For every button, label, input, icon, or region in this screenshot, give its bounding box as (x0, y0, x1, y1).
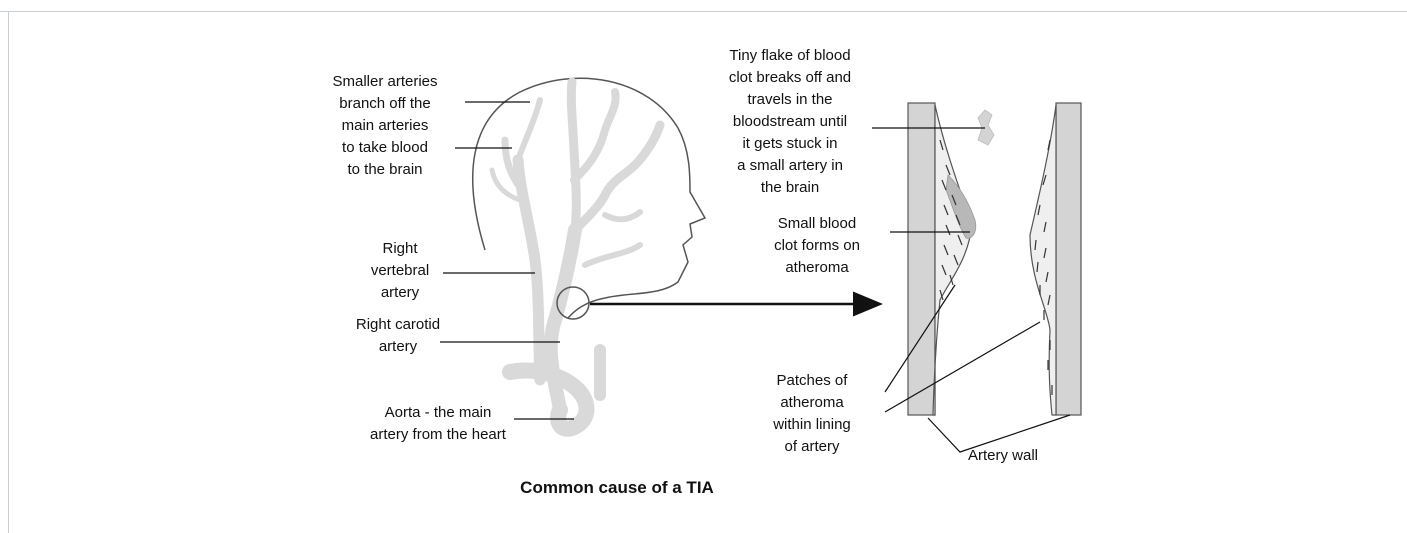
artery-section-right (1030, 103, 1081, 415)
svg-text:Smaller arteries: Smaller arteries (332, 73, 437, 90)
svg-text:travels in the: travels in the (747, 91, 832, 108)
atheroma-left (933, 105, 972, 415)
svg-text:Right: Right (382, 240, 418, 257)
carotid-upper-branch (571, 82, 576, 230)
svg-text:artery from the heart: artery from the heart (370, 426, 507, 443)
artery-wall-right (1056, 103, 1081, 415)
carotid-side-branch (574, 92, 616, 180)
label-smaller-arteries: Smaller arteries branch off the main art… (332, 73, 437, 178)
svg-text:Tiny flake of blood: Tiny flake of blood (729, 47, 850, 64)
svg-text:to take blood: to take blood (342, 139, 428, 156)
label-patches: Patches of atheroma within lining of art… (772, 372, 851, 455)
svg-text:artery: artery (381, 284, 420, 301)
facial-branch (605, 212, 640, 219)
svg-text:bloodstream until: bloodstream until (733, 113, 847, 130)
svg-text:clot forms on: clot forms on (774, 237, 860, 254)
artery-wall-left (908, 103, 935, 415)
label-right-vertebral: Right vertebral artery (371, 240, 429, 301)
svg-text:Aorta - the main: Aorta - the main (385, 404, 492, 421)
artery-section-left (908, 103, 994, 415)
svg-text:vertebral: vertebral (371, 262, 429, 279)
diagram-caption: Common cause of a TIA (520, 478, 714, 497)
label-aorta: Aorta - the main artery from the heart (370, 404, 507, 443)
svg-text:Small blood: Small blood (778, 215, 856, 232)
label-artery-wall: Artery wall (968, 447, 1038, 464)
external-carotid (575, 125, 660, 230)
label-tiny-flake: Tiny flake of blood clot breaks off and … (729, 47, 851, 196)
vertebral-branch-2 (518, 100, 540, 160)
svg-text:of artery: of artery (784, 438, 840, 455)
atheroma-right (1030, 105, 1056, 415)
svg-text:it gets stuck in: it gets stuck in (742, 135, 837, 152)
svg-text:to the brain: to the brain (347, 161, 422, 178)
svg-text:Right carotid: Right carotid (356, 316, 440, 333)
svg-text:within lining: within lining (772, 416, 851, 433)
head-outline (473, 78, 705, 318)
svg-text:clot breaks off and: clot breaks off and (729, 69, 851, 86)
svg-text:branch off the: branch off the (339, 95, 430, 112)
svg-text:main arteries: main arteries (342, 117, 429, 134)
svg-text:artery: artery (379, 338, 418, 355)
lower-facial-branch (585, 245, 640, 265)
svg-text:atheroma: atheroma (780, 394, 844, 411)
label-right-carotid: Right carotid artery (356, 316, 440, 355)
svg-text:Patches of: Patches of (777, 372, 849, 389)
svg-text:atheroma: atheroma (785, 259, 849, 276)
label-small-clot: Small blood clot forms on atheroma (774, 215, 860, 276)
svg-text:the brain: the brain (761, 179, 819, 196)
svg-text:a small artery in: a small artery in (737, 157, 843, 174)
arteries (492, 82, 660, 429)
